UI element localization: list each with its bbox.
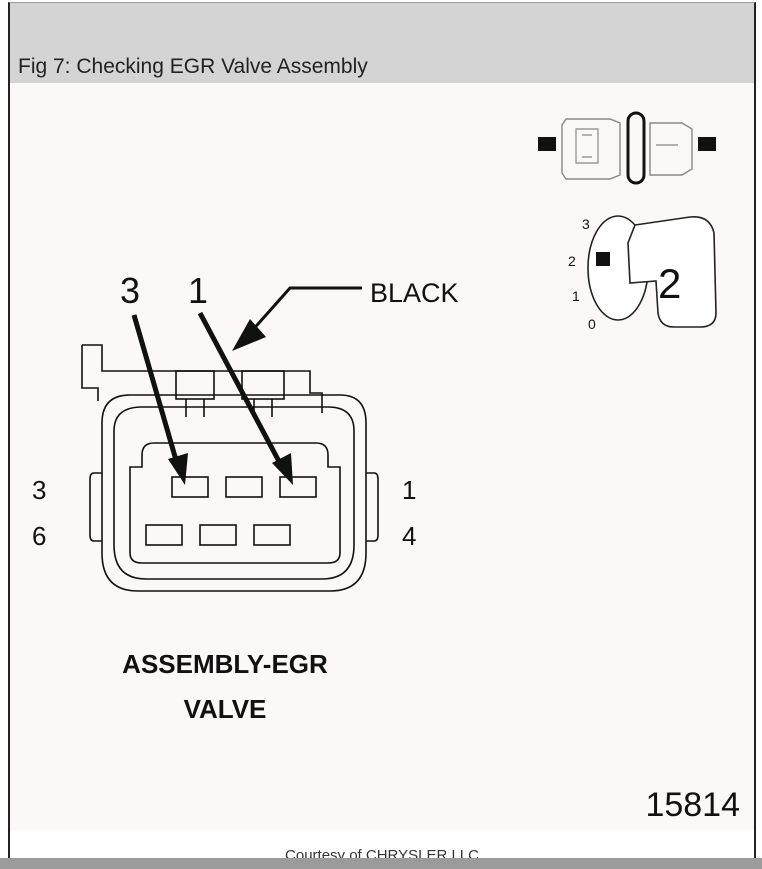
key-pos-0: 0 [588, 316, 596, 332]
color-label-leader [232, 286, 362, 351]
figure-title-bar: Fig 7: Checking EGR Valve Assembly [10, 3, 754, 83]
key-position-indicator: 3 2 1 0 2 [568, 215, 717, 332]
pin-label-4: 4 [402, 521, 416, 551]
pin-label-6: 6 [32, 521, 46, 551]
courtesy-bar: Courtesy of CHRYSLER LLC [10, 830, 754, 864]
probe-arrow-pin-1 [197, 311, 293, 485]
key-pos-2: 2 [568, 253, 576, 269]
pin-label-3: 3 [32, 475, 46, 505]
egr-connector-diagram: 3 2 1 0 2 3 1 BLACK [32, 111, 740, 824]
egr-connector [81, 344, 379, 592]
pin-label-1: 1 [402, 475, 416, 505]
connector-disconnect-icon [538, 111, 716, 185]
bottom-strip [0, 858, 762, 869]
color-label: BLACK [370, 278, 459, 308]
probe-arrow-pin-3 [131, 314, 188, 485]
key-pos-selected: 2 [658, 260, 681, 307]
caption-line-1: ASSEMBLY-EGR [122, 649, 328, 679]
figure-title: Fig 7: Checking EGR Valve Assembly [18, 55, 368, 78]
callout-pin-1: 1 [188, 270, 208, 311]
key-pos-3: 3 [582, 216, 590, 232]
key-pos-1: 1 [572, 288, 580, 304]
figure-frame: Fig 7: Checking EGR Valve Assembly 3 2 1… [8, 2, 756, 864]
figure-number: 15814 [645, 786, 740, 824]
callout-pin-3: 3 [120, 270, 140, 311]
caption-line-2: VALVE [184, 694, 267, 724]
